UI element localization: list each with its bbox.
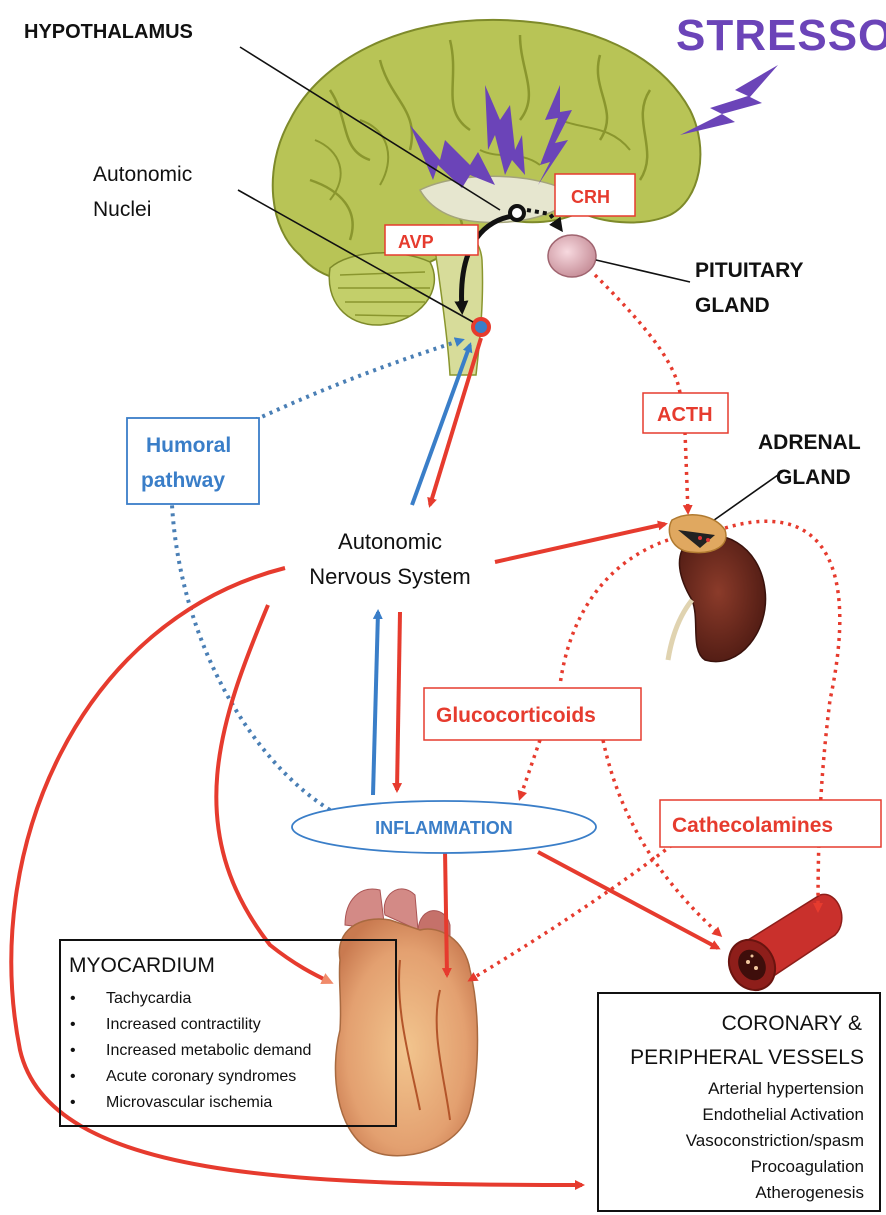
vessels-item: Procoagulation [751,1157,864,1176]
inflammation-to-heart-arrow [445,850,447,975]
inflammation-to-humoral-dotted [172,505,330,810]
glucocorticoids-label: Glucocorticoids [436,704,596,727]
ans-to-vessels-loop-arrow [11,568,582,1185]
pituitary-pointer-line [596,260,690,282]
myocardium-item: Increased contractility [106,1016,261,1033]
inflammation-to-vessels-arrow [538,852,718,948]
stressor-title: STRESSOR [676,11,886,60]
ans-to-adrenal-arrow [495,524,665,562]
vessels-title-line1: CORONARY & [722,1012,862,1035]
inflammation-label: INFLAMMATION [375,818,513,838]
avp-label: AVP [398,232,434,252]
ans-label-line1: Autonomic [338,529,442,554]
vessels-item: Vasoconstriction/spasm [686,1131,864,1150]
pituitary-label-line2: GLAND [695,294,770,317]
myocardium-item: Acute coronary syndromes [106,1068,296,1085]
cathecolamines-label: Cathecolamines [672,814,833,837]
vessels-item: Endothelial Activation [702,1105,864,1124]
ans-to-heart-curve-arrow [216,605,330,982]
heart-illustration [335,889,477,1156]
humoral-label-line2: pathway [141,469,225,492]
hypothalamus-label: HYPOTHALAMUS [24,21,193,43]
myocardium-title: MYOCARDIUM [69,954,215,977]
vessels-item: Atherogenesis [755,1183,864,1202]
humoral-to-brain-dotted-arrow [255,340,462,420]
myocardium-item: Tachycardia [106,990,191,1007]
adrenal-label-line1: ADRENAL [758,431,861,454]
myocardium-bullet: • [70,1094,76,1111]
adrenal-to-glucocorticoids-dotted [560,540,668,685]
acth-label: ACTH [657,404,713,426]
myocardium-list: • Tachycardia • Increased contractility … [70,990,311,1111]
autonomic-nuclei-target [473,319,489,335]
humoral-label-line1: Humoral [146,434,231,457]
myocardium-item: Microvascular ischemia [106,1094,272,1111]
cathecolamines-to-heart-dotted-arrow [470,845,672,980]
vessels-item: Arterial hypertension [708,1079,864,1098]
vessel-illustration [720,894,842,998]
myocardium-bullet: • [70,990,76,1007]
ans-to-nuclei-arrow [412,345,470,505]
acth-to-adrenal-dotted-arrow [685,432,688,512]
adrenal-label-line2: GLAND [776,466,851,489]
myocardium-bullet: • [70,1016,76,1033]
myocardium-bullet: • [70,1068,76,1085]
autonomic-nuclei-label-line2: Nuclei [93,198,151,221]
autonomic-nuclei-label-line1: Autonomic [93,163,192,186]
ans-to-inflammation-arrow [397,612,400,790]
pituitary-gland-icon [548,235,596,277]
myocardium-item: Increased metabolic demand [106,1042,311,1059]
kidney-adrenal-illustration [668,515,766,662]
myocardium-bullet: • [70,1042,76,1059]
ans-label-line2: Nervous System [309,564,470,589]
inflammation-to-ans-arrow [373,612,378,795]
glucocorticoids-to-inflammation-dotted-arrow [520,740,540,798]
crh-label: CRH [571,187,610,207]
pituitary-to-acth-dotted [595,275,680,393]
vessels-title-line2: PERIPHERAL VESSELS [630,1046,864,1069]
pituitary-label-line1: PITUITARY [695,259,804,282]
